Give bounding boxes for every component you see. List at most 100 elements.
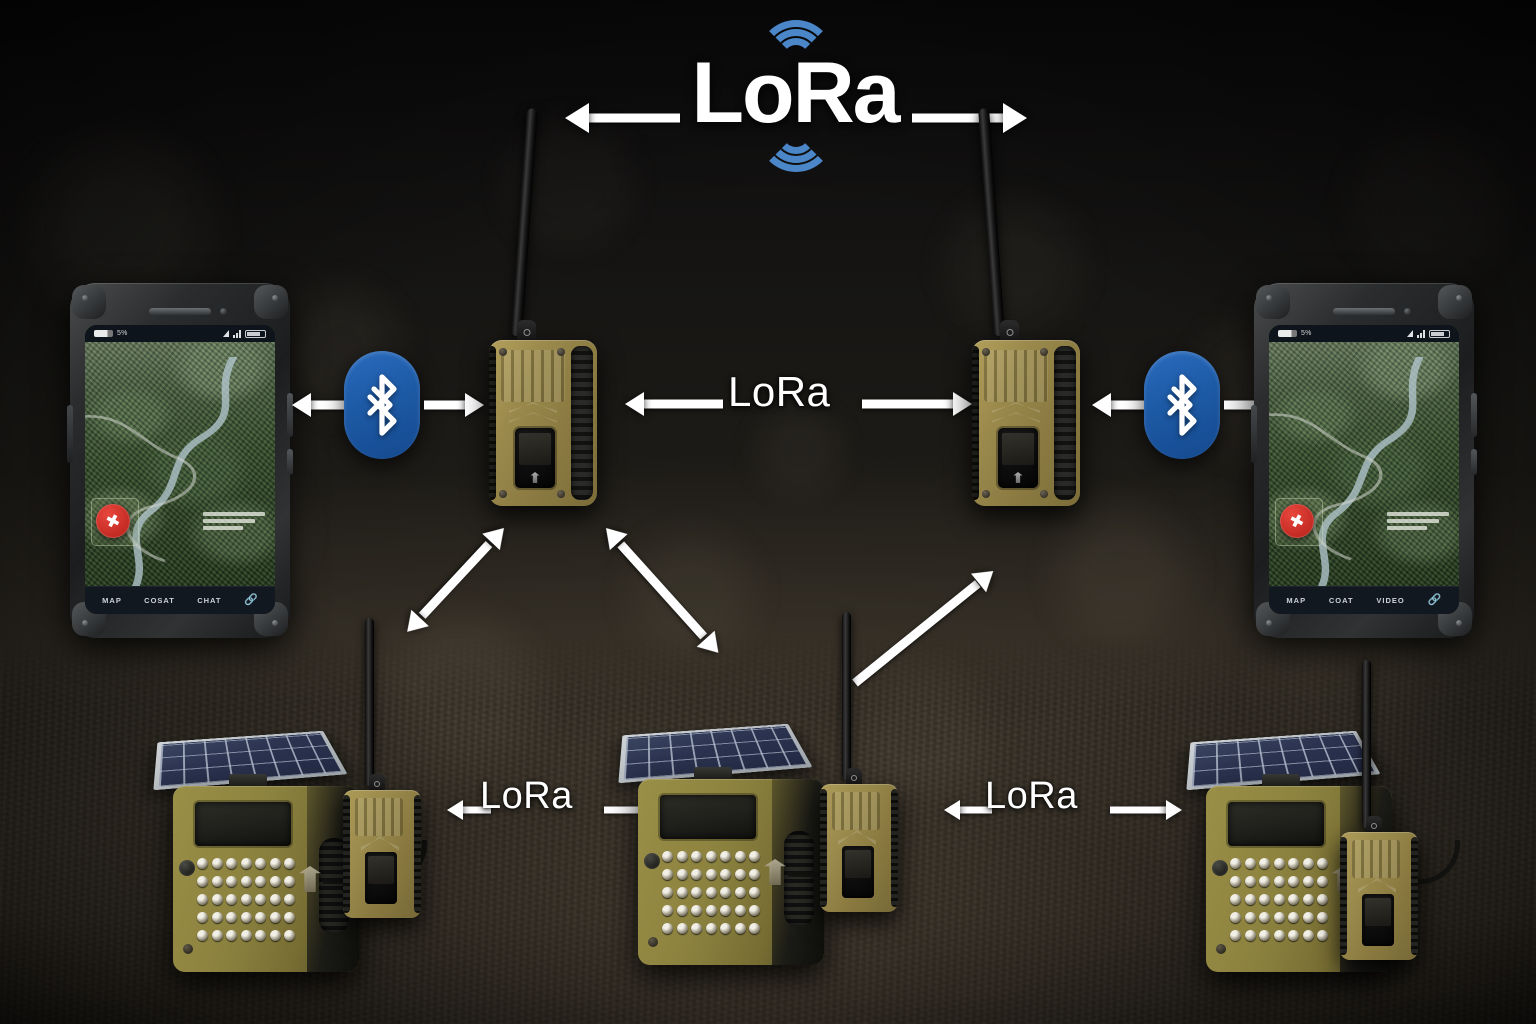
signal-triangle-icon [1407,330,1413,337]
lora-module-3[interactable] [1340,660,1418,960]
module-body[interactable] [820,784,898,912]
module-display [1362,894,1394,946]
phone-screw [1456,620,1462,626]
phone-earpiece [149,308,211,315]
module-grip [414,795,421,913]
signal-triangle-icon [223,330,229,337]
bottom-nav[interactable]: MAP COSAT CHAT 🔗 [85,586,275,614]
radio-bolt [1040,348,1048,356]
phone-screen[interactable]: 5% ✖ [1269,325,1459,614]
tab-map[interactable]: MAP [1286,596,1307,605]
radio-bolt [557,490,565,498]
battery-icon [1278,330,1297,337]
phone-side-button[interactable] [1251,405,1257,463]
map-label-text [203,512,265,530]
lora-module-2[interactable] [820,612,898,912]
location-pin-icon[interactable]: ✖ [1280,504,1314,538]
module-body[interactable] [343,790,421,918]
arrow-phone-to-bluetooth-left [292,390,348,420]
module-display [365,852,397,904]
ir-led-array [197,858,297,946]
radio-body[interactable] [972,340,1080,506]
map-view[interactable]: ✖ [85,342,275,586]
phone-screw [272,295,278,301]
phone-screen[interactable]: 5% ✖ [85,325,275,614]
battery-percent: 5% [117,330,128,337]
bluetooth-mini-icon[interactable]: 🔗 [243,594,258,606]
signal-bars-icon [233,329,241,338]
lora-label-middle: LoRa [728,368,831,415]
radio-bolt [982,490,990,498]
sensor-body[interactable] [173,786,359,972]
tab-chat[interactable]: CHAT [197,596,222,605]
phone-volume-button[interactable] [287,449,293,475]
camera-lens-icon [1212,860,1228,876]
phone-screw [82,620,88,626]
module-grip [891,789,898,907]
radio-brand-icon [1013,472,1023,483]
tab-video[interactable]: VIDEO [1376,596,1405,605]
phone-power-button[interactable] [1471,393,1477,437]
chevron-logo-icon [838,830,876,845]
phone-power-button[interactable] [287,393,293,437]
map-label-text [1387,512,1449,530]
phone-screw [82,295,88,301]
bottom-nav[interactable]: MAP COAT VIDEO 🔗 [1269,586,1459,614]
signal-bars-icon [1417,329,1425,338]
antenna [842,612,851,780]
phone-side-button[interactable] [67,405,73,463]
sensor-screw [1216,944,1226,954]
bluetooth-mini-icon[interactable]: 🔗 [1427,594,1442,606]
lora-module-1[interactable] [343,618,421,918]
status-bar: 5% [1269,325,1459,342]
rugged-phone-right[interactable]: 5% ✖ [1251,283,1477,638]
module-ribs [355,798,403,836]
antenna [978,108,1005,337]
module-grip [1340,837,1347,955]
arrow-mid-left [625,389,723,419]
tab-map[interactable]: MAP [102,596,122,605]
solar-sensor-node-1[interactable] [153,690,427,980]
handheld-lora-radio-left[interactable] [483,108,605,508]
phone-screw [1266,620,1272,626]
radio-brand-icon [530,472,540,483]
sensor-brand-icon [764,859,786,885]
module-grip [1411,837,1418,955]
bluetooth-icon-left [344,351,420,459]
module-grip [820,789,827,907]
tab-cosat[interactable]: COSAT [144,596,175,605]
arrow-top-left [565,103,680,133]
sensor-display [195,802,291,846]
antenna [1362,660,1371,828]
module-ribs [1352,840,1400,878]
radio-side-grip [972,346,979,500]
radio-body[interactable] [489,340,597,506]
map-river [1317,356,1424,586]
radio-bolt [557,348,565,356]
tab-coat[interactable]: COAT [1328,596,1354,605]
location-pin-icon[interactable]: ✖ [96,504,130,538]
module-grip [343,795,350,913]
phone-volume-button[interactable] [1471,449,1477,475]
radio-display [515,428,555,488]
module-display [842,846,874,898]
phone-screw [272,620,278,626]
chevron-logo-icon [1358,878,1396,893]
solar-sensor-node-2[interactable] [618,683,892,973]
battery-outline-icon [245,329,266,338]
camera-lens-icon [179,860,195,876]
radio-bolt [982,348,990,356]
antenna [511,108,538,337]
handheld-lora-radio-right[interactable] [966,108,1088,508]
battery-percent: 5% [1301,330,1312,337]
rugged-phone-left[interactable]: 5% ✖ [67,283,293,638]
sensor-display [660,795,756,839]
lora-logo: LoRa [660,20,930,172]
ir-led-array [1230,858,1330,946]
phone-bumper [254,285,288,319]
map-view[interactable]: ✖ [1269,342,1459,586]
module-body[interactable] [1340,832,1418,960]
sensor-screw [648,937,658,947]
arrow-mid-right [862,389,972,419]
